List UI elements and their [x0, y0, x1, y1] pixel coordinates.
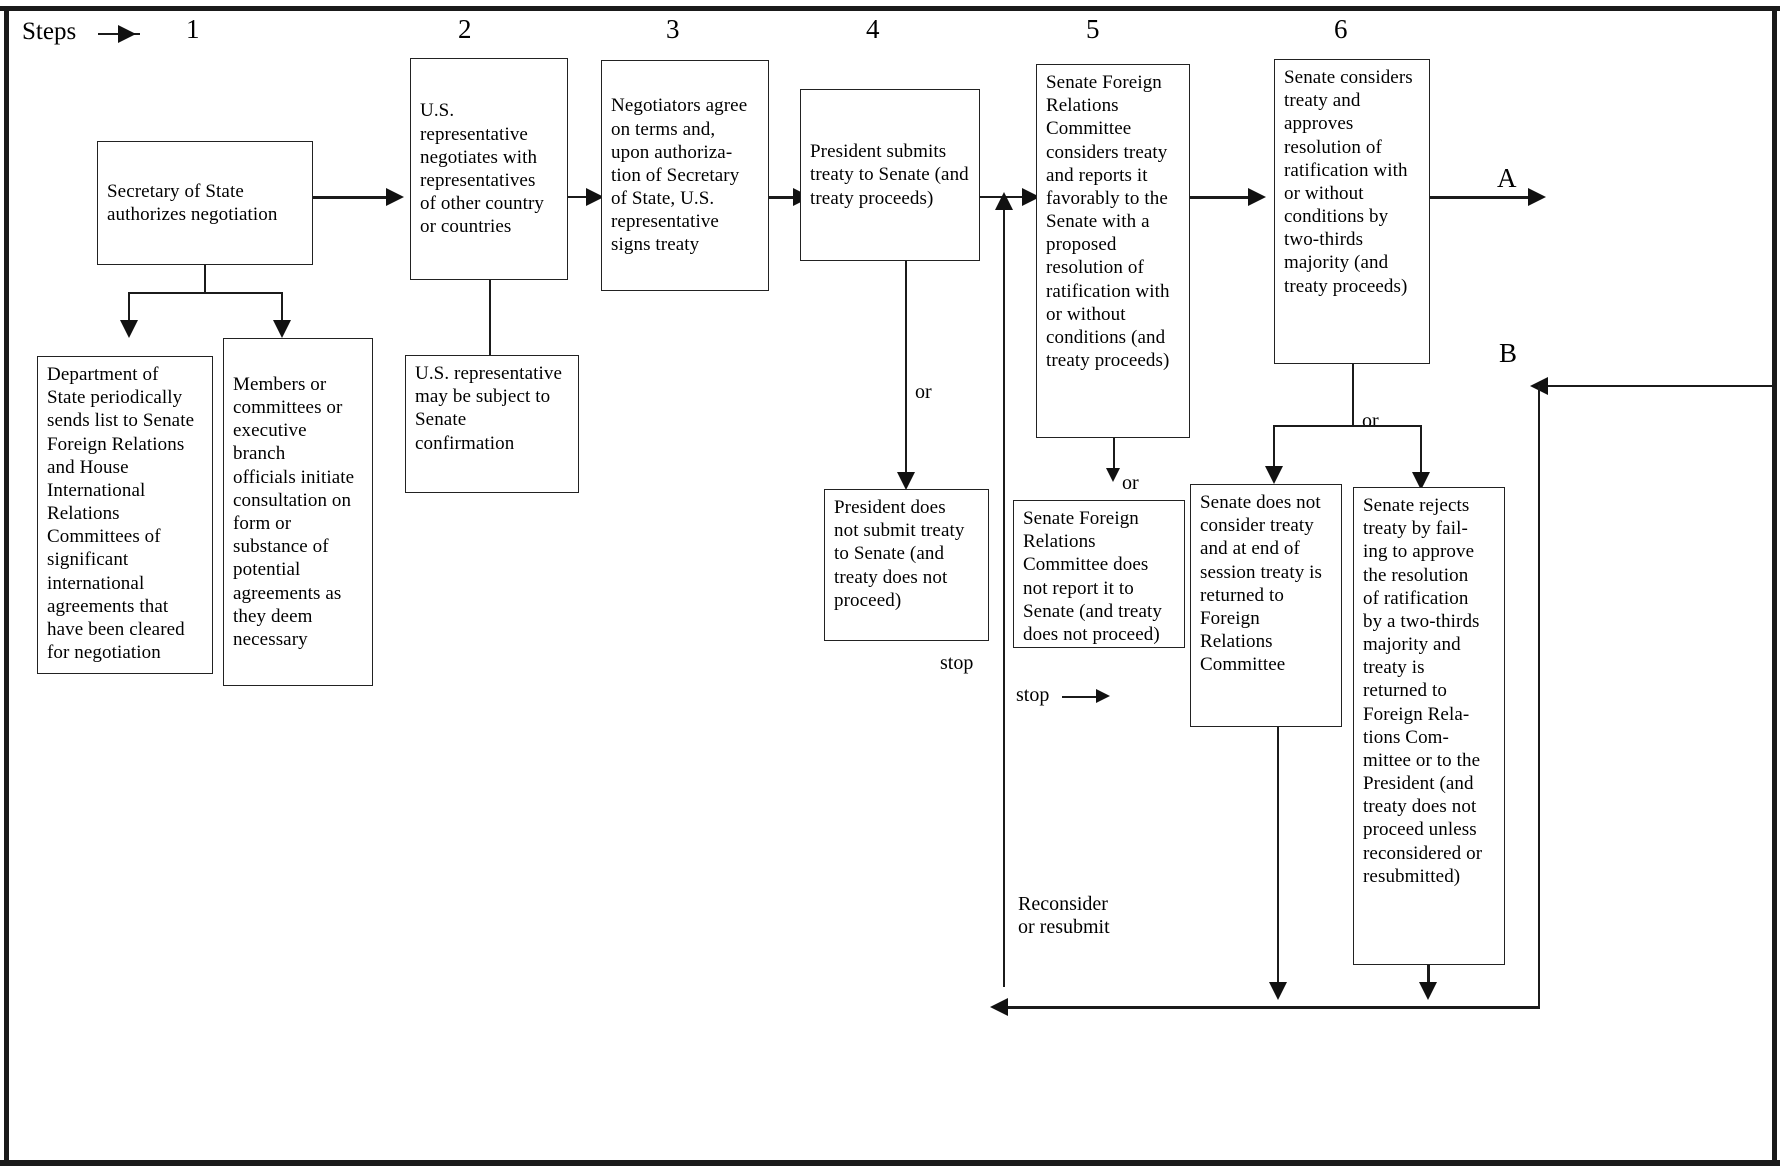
stop-label-step5: stop	[1016, 684, 1050, 706]
edge-step4-or-stem	[905, 261, 907, 477]
edge-label-or-step4: or	[915, 381, 932, 403]
down-arrow-icon	[897, 472, 915, 490]
down-arrow-icon	[1265, 466, 1283, 484]
down-arrow-icon	[1106, 468, 1120, 482]
step-number-1: 1	[186, 14, 200, 44]
figure-border-top	[0, 6, 1780, 11]
down-arrow-icon	[1269, 982, 1287, 1000]
box-dos-sends-list: Department of State periodically sends l…	[37, 356, 213, 674]
right-arrow-icon	[1096, 689, 1110, 703]
edge-step5-to-step6	[1190, 196, 1255, 199]
edge-step6-branch-left	[1273, 425, 1275, 471]
box-president-does-not-submit: President does not submit treaty to Sena…	[824, 489, 989, 641]
edge-not-consider-to-bus	[1277, 727, 1279, 987]
edge-label-or-step5: or	[1122, 472, 1139, 494]
step-number-6: 6	[1334, 14, 1348, 44]
down-arrow-icon	[1419, 982, 1437, 1000]
edge-rejects-to-bus	[1427, 965, 1430, 987]
edge-b-inbound	[1540, 385, 1772, 387]
step-number-4: 4	[866, 14, 880, 44]
edge-step2-to-step3	[568, 196, 592, 198]
left-arrow-icon	[990, 998, 1008, 1016]
figure-border-right	[1772, 6, 1777, 1162]
right-arrow-icon	[386, 188, 404, 206]
edge-step6-to-a	[1430, 196, 1540, 199]
down-arrow-icon	[273, 320, 291, 338]
edge-b-riser	[1538, 385, 1540, 1006]
box-senate-does-not-consider: Senate does not consider treaty and at e…	[1190, 484, 1342, 727]
box-us-representative-senate-confirmation: U.S. representative may be subject to Se…	[405, 355, 579, 493]
edge-step6-branch-bar	[1273, 425, 1422, 427]
box-us-representative-negotiates: U.S. representative negotiates with repr…	[410, 58, 568, 280]
edge-step3-to-step4	[769, 196, 801, 199]
figure-border-left	[4, 6, 9, 1162]
edge-step6-branch-stem	[1352, 364, 1354, 426]
right-arrow-icon	[1528, 188, 1546, 206]
edge-step5-or-stem	[1113, 438, 1115, 474]
box-secretary-authorizes-negotiation: Secretary of State authorizes negotiatio…	[97, 141, 313, 265]
edge-reconsider-feedback-riser	[1003, 207, 1005, 987]
box-senate-approves-resolution: Senate considers treaty and approves res…	[1274, 59, 1430, 364]
box-president-submits-treaty: President submits treaty to Senate (and …	[800, 89, 980, 261]
edge-step6-branch-right	[1420, 425, 1422, 477]
step-number-5: 5	[1086, 14, 1100, 44]
down-arrow-icon	[120, 320, 138, 338]
up-arrow-icon	[995, 192, 1013, 210]
edge-step1-branch-left	[128, 292, 130, 324]
down-arrow-icon	[1412, 472, 1430, 490]
stop-label-step4: stop	[940, 652, 974, 674]
edge-step1-branch-right	[281, 292, 283, 324]
right-arrow-icon	[586, 188, 604, 206]
right-arrow-icon	[1248, 188, 1266, 206]
stop-arrow-line-step5	[1062, 696, 1104, 698]
box-members-initiate-consultation: Members or committees or executive branc…	[223, 338, 373, 686]
reconsider-or-resubmit-label: Reconsider or resubmit	[1018, 893, 1110, 938]
box-negotiators-agree-signs-treaty: Negotiators agree on terms and, upon aut…	[601, 60, 769, 291]
step-number-3: 3	[666, 14, 680, 44]
box-sfrc-reports-favorably: Senate Foreign Relations Committee consi…	[1036, 64, 1190, 438]
connector-b-label: B	[1499, 338, 1518, 368]
figure-border-bottom	[0, 1160, 1780, 1166]
step-number-2: 2	[458, 14, 472, 44]
edge-step1-branch-bar	[128, 292, 283, 294]
edge-step1-branch-stem	[204, 265, 206, 293]
box-senate-rejects-treaty: Senate rejects treaty by fail- ing to ap…	[1353, 487, 1505, 965]
right-arrow-icon	[118, 25, 136, 43]
edge-step2-to-confirmation	[489, 280, 491, 355]
edge-bottom-return-bus	[1000, 1006, 1540, 1009]
edge-step1-to-step2	[313, 196, 391, 199]
edge-label-or-step6: or	[1362, 410, 1379, 432]
connector-a-label: A	[1497, 163, 1517, 193]
steps-label: Steps	[22, 18, 77, 45]
box-sfrc-does-not-report: Senate Foreign Relations Committee does …	[1013, 500, 1185, 648]
right-arrow-icon	[1022, 188, 1040, 206]
